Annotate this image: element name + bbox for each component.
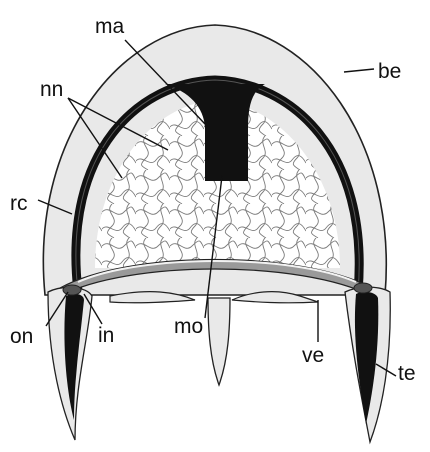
label-rc: rc (10, 192, 28, 215)
label-in: in (98, 324, 114, 347)
label-te: te (398, 362, 416, 385)
label-nn: nn (40, 78, 63, 101)
label-be: be (378, 60, 401, 83)
label-ma: ma (95, 15, 124, 38)
label-ve: ve (302, 344, 324, 367)
label-mo: mo (174, 315, 203, 338)
ocellus-right (354, 283, 372, 293)
label-on: on (10, 325, 33, 348)
mouth-stalk (208, 298, 230, 385)
ocellus-left (63, 285, 81, 295)
